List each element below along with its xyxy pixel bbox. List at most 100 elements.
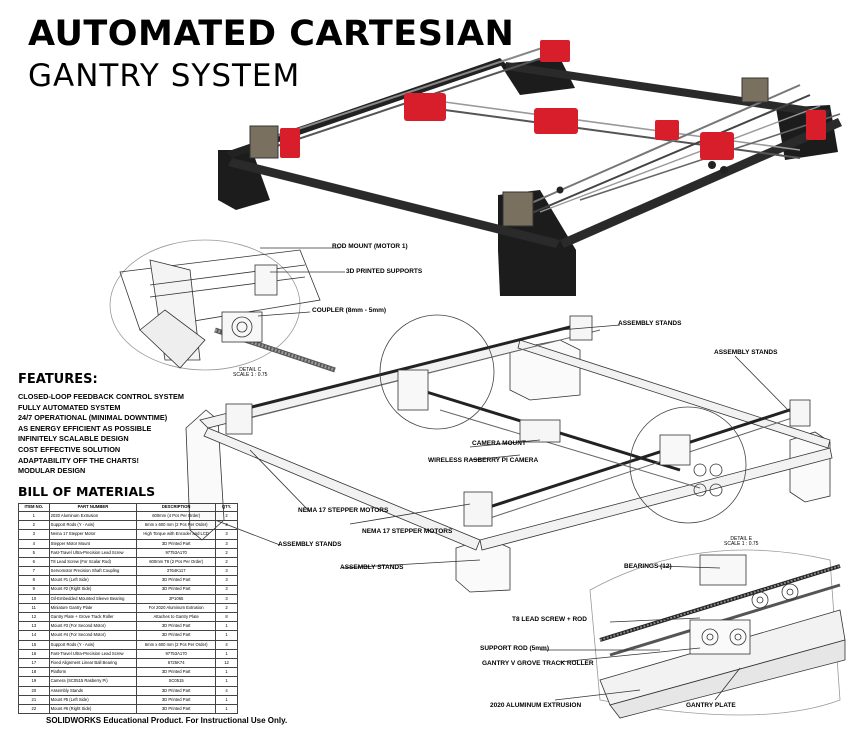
table-cell: Fast-Travel Ultra-Precision Lead Screw (48, 648, 138, 660)
table-cell: Support Rods (Y - Axis) (48, 639, 138, 650)
table-cell: Camera (SC0515 Rasberry Pi) (48, 676, 138, 687)
table-cell: Platform (48, 667, 138, 678)
bom-heading: BILL OF MATERIALS (18, 484, 156, 499)
table-cell: 8 (215, 612, 238, 623)
table-cell: 2 (215, 602, 238, 614)
table-cell: High Torque with Encoder and LCD (136, 529, 217, 540)
table-cell: 3 (215, 575, 238, 586)
table-cell: 4 (215, 639, 238, 650)
callout-rod-mount: ROD MOUNT (MOTOR 1) (332, 243, 408, 250)
callout-nema-1: NEMA 17 STEPPER MOTORS (298, 507, 389, 514)
table-cell: 4 (18, 538, 50, 549)
table-cell: 3D Printed Part (136, 584, 217, 595)
table-cell: 1 (215, 621, 238, 632)
title-line-2: GANTRY SYSTEM (28, 58, 301, 94)
table-cell: Mount #5 (Left Side) (48, 694, 138, 705)
table-cell: 12 (215, 657, 238, 669)
table-cell: Miniature Gantry Plate (48, 602, 138, 614)
callout-nema-2: NEMA 17 STEPPER MOTORS (362, 528, 453, 535)
table-cell: 3D Printed Part (136, 685, 217, 696)
bom-col-header: DESCRIPTION (136, 503, 217, 512)
callout-assembly-stands-3: ASSEMBLY STANDS (278, 541, 342, 548)
table-cell: 10 (18, 593, 50, 604)
feature-item: CLOSED-LOOP FEEDBACK CONTROL SYSTEM (18, 392, 184, 401)
table-cell: T8 Lead Screw (For Scalar Rod) (48, 556, 138, 568)
table-cell: 3 (215, 529, 238, 540)
callout-printed-supports: 3D PRINTED SUPPORTS (346, 268, 423, 275)
table-cell: 15 (18, 639, 50, 650)
features-list: CLOSED-LOOP FEEDBACK CONTROL SYSTEM FULL… (18, 392, 184, 477)
table-cell: 6mm x 600 mm (2 Pcs Per Order) (136, 520, 217, 531)
callout-v-roller: GANTRY V GROVE TRACK ROLLER (482, 660, 594, 667)
table-cell: 20 (18, 685, 50, 696)
callout-camera-mount: CAMERA MOUNT (472, 440, 526, 447)
feature-item: ADAPTABILITY OFF THE CHARTS! (18, 455, 139, 465)
table-cell: 8 (18, 575, 50, 586)
gantry-render (218, 40, 842, 296)
table-cell: Mount #3 (For Second Motor) (48, 621, 138, 632)
table-cell: 2 (215, 556, 238, 568)
table-cell: Assembly Stands (48, 685, 138, 696)
callout-t8-screw: T8 LEAD SCREW + ROD (512, 616, 587, 623)
table-cell: 21 (18, 694, 50, 705)
table-cell: SC0515 (136, 676, 217, 687)
table-cell: Gantry Plate + Grove Track Roller (48, 612, 138, 623)
table-cell: 11 (18, 602, 50, 614)
table-cell: 600mm (4 Pcs Per Order) (136, 510, 217, 522)
feature-item: AS ENERGY EFFICIENT AS POSSIBLE (18, 423, 152, 433)
table-cell: 17 (18, 657, 50, 669)
callout-assembly-stands-4: ASSEMBLY STANDS (340, 564, 404, 571)
detail-e-drawing (540, 549, 846, 719)
table-cell: 2 (215, 510, 238, 522)
table-cell: 3D Printed Part (136, 667, 217, 678)
table-cell: 3 (215, 593, 238, 604)
table-cell: 3 (215, 584, 238, 595)
table-cell: 1 (215, 667, 238, 678)
footer-note: SOLIDWORKS Educational Product. For Inst… (46, 716, 288, 725)
table-cell: 1 (215, 703, 238, 715)
table-cell: 14 (18, 630, 50, 641)
table-cell: Stepper Motor Mount (48, 538, 138, 549)
table-cell: 97753A170 (136, 648, 217, 660)
table-cell: 3D Printed Part (136, 630, 217, 641)
callout-coupler: COUPLER (8mm - 5mm) (312, 307, 387, 314)
table-cell: For 2020 Aluminum Extrusion (136, 602, 217, 614)
table-cell: 19 (18, 676, 50, 687)
table-cell: 2 (215, 547, 238, 558)
table-cell: 22 (18, 703, 50, 715)
feature-item: MODULAR DESIGN (18, 466, 86, 476)
table-cell: Support Rods (Y - Axis) (48, 520, 138, 531)
table-cell: 6725K74 (136, 657, 217, 669)
line-drawing-gantry (185, 314, 833, 593)
table-cell: 3764K117 (136, 566, 217, 577)
table-cell: 9 (18, 584, 50, 595)
callout-bearings: BEARINGS (12) (624, 563, 672, 570)
bom-col-header: ITEM NO. (18, 503, 50, 512)
callout-extrusion: 2020 ALUMINUM EXTRUSION (490, 702, 582, 709)
table-cell: 3 (215, 566, 238, 577)
table-cell: 3D Printed Part (136, 703, 217, 715)
table-cell: 16 (18, 648, 50, 660)
feature-item: COST EFFECTIVE SOLUTION (18, 444, 121, 454)
table-cell: Servomotor Precision Shaft Coupling (48, 566, 138, 577)
table-cell: 7 (18, 566, 50, 577)
table-cell: 3 (215, 538, 238, 549)
table-cell: 3D Printed Part (136, 538, 217, 549)
bom-col-header: QTY. (215, 503, 238, 512)
